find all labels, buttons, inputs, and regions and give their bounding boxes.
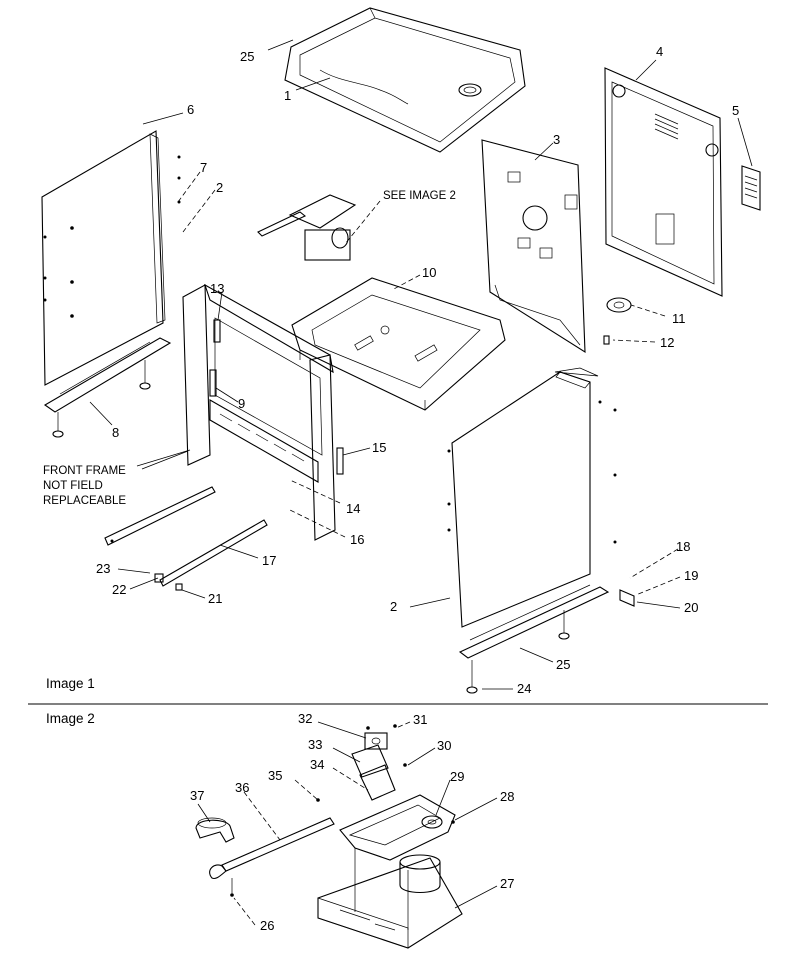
front-frame [182, 283, 336, 541]
see-image-2-note: SEE IMAGE 2 [383, 190, 456, 202]
callout-15: 15 [372, 440, 386, 455]
callout-23: 23 [96, 561, 110, 576]
callout-10: 10 [422, 265, 436, 280]
part-12-clip [603, 335, 610, 345]
part-3-inner-back [481, 139, 586, 354]
callout-16: 16 [350, 532, 364, 547]
callout-30: 30 [437, 738, 451, 753]
part-34-bracket [359, 764, 396, 801]
part-1-top-panel [284, 7, 526, 153]
front-frame-note-line-1: FRONT FRAME [43, 465, 126, 477]
leaders-image-2 [197, 721, 498, 930]
callout-18: 18 [676, 539, 690, 554]
part-13-bracket [213, 319, 221, 343]
part-2-right-side-panel [447, 367, 617, 628]
callout-33: 33 [308, 737, 322, 752]
leaders-image-1 [89, 39, 753, 690]
lock-motor [399, 854, 441, 894]
callout-11: 11 [672, 311, 686, 326]
lock-mechanism-small [257, 194, 357, 261]
callout-37: 37 [190, 788, 204, 803]
callout-27: 27 [500, 876, 514, 891]
part-17-rod-lower [154, 519, 268, 591]
callout-35: 35 [268, 768, 282, 783]
callout-3: 3 [553, 132, 560, 147]
front-frame-note-line-2: NOT FIELD [43, 480, 103, 492]
part-32-switch [364, 732, 388, 750]
callout-29: 29 [450, 769, 464, 784]
callout-25-top: 25 [240, 49, 254, 64]
part-11-grommet [606, 297, 632, 313]
image-2-caption: Image 2 [46, 711, 95, 726]
callout-31: 31 [413, 712, 427, 727]
callout-1: 1 [284, 88, 291, 103]
part-5-vent [741, 165, 761, 211]
callout-14: 14 [346, 501, 360, 516]
part-17-rod-upper [104, 486, 216, 546]
front-frame-note-line-3: REPLACEABLE [43, 495, 126, 507]
image-1-caption: Image 1 [46, 676, 95, 691]
callout-24: 24 [517, 681, 531, 696]
callout-22: 22 [112, 582, 126, 597]
callout-9: 9 [238, 396, 245, 411]
callout-25-bottom: 25 [556, 657, 570, 672]
callout-20: 20 [684, 600, 698, 615]
part-8-left-base-rail [43, 337, 172, 438]
part-25-right-base-rail [458, 584, 610, 694]
callout-8: 8 [112, 425, 119, 440]
callout-12: 12 [660, 335, 674, 350]
part-33-plate [351, 744, 389, 778]
part-2-left-side-panel [41, 130, 181, 386]
callout-7: 7 [200, 160, 207, 175]
part-10-bottom-pan [291, 277, 506, 411]
callout-2-right: 2 [390, 599, 397, 614]
part-4-rear-panel [604, 67, 723, 297]
callout-17: 17 [262, 553, 276, 568]
part-19-clip [619, 589, 635, 607]
callout-13: 13 [210, 281, 224, 296]
part-15-bracket [336, 447, 344, 475]
part-27-base-bracket [317, 857, 463, 949]
part-36-lever [209, 817, 335, 880]
screws-image-2 [230, 724, 455, 897]
callout-36: 36 [235, 780, 249, 795]
part-37-knob [195, 817, 235, 843]
callout-28: 28 [500, 789, 514, 804]
callout-5: 5 [732, 103, 739, 118]
callout-19: 19 [684, 568, 698, 583]
callout-6: 6 [187, 102, 194, 117]
callout-26: 26 [260, 918, 274, 933]
callout-4: 4 [656, 44, 663, 59]
callout-2-left: 2 [216, 180, 223, 195]
part-29-lock-plate [339, 794, 456, 861]
part-9-bracket [209, 369, 217, 397]
callout-21: 21 [208, 591, 222, 606]
callout-34: 34 [310, 757, 324, 772]
callout-32: 32 [298, 711, 312, 726]
